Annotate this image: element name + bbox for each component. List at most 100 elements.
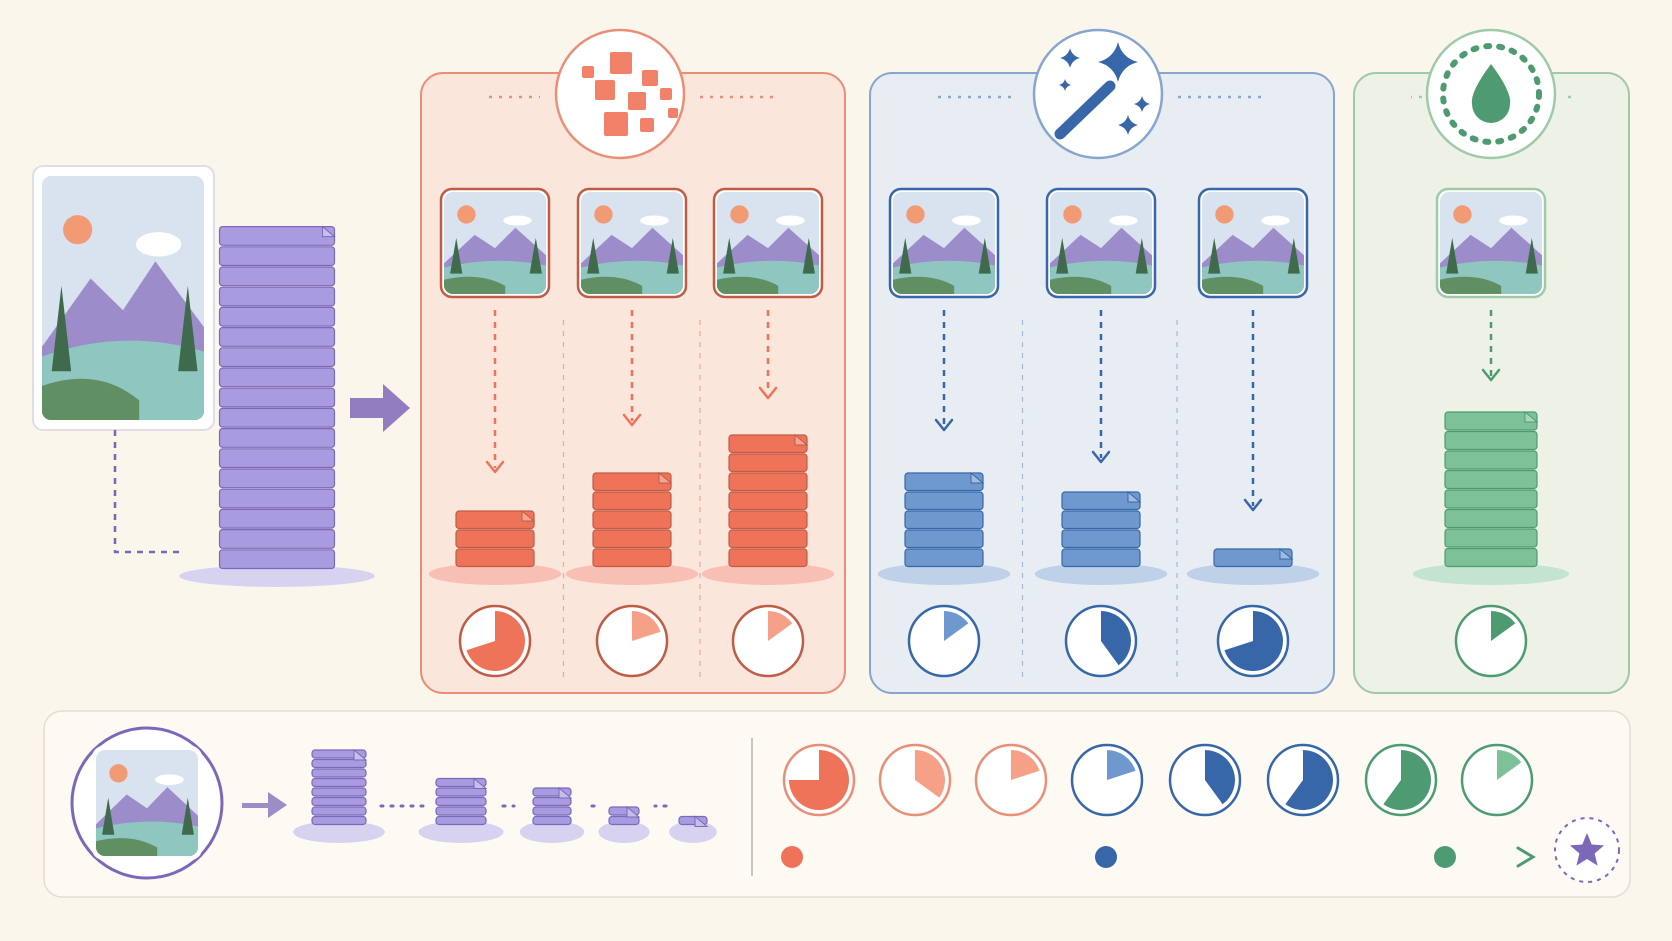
stack-layer: [311, 749, 367, 759]
down-arrow: [1481, 310, 1501, 382]
pixel-square: [628, 92, 646, 110]
sun: [906, 205, 925, 224]
page-corner-fold: [558, 786, 573, 799]
variant-thumbnail: [439, 187, 551, 299]
pixel-square: [610, 52, 632, 74]
panel-frame: [1353, 72, 1630, 694]
stack-layer: [1061, 548, 1141, 568]
stack-layer: [904, 529, 984, 549]
stack-layer: [728, 434, 808, 454]
pie-slice: [466, 611, 526, 671]
stack-layer: [1061, 529, 1141, 549]
timeline-node: [1095, 846, 1117, 868]
page-corner-fold: [970, 471, 985, 484]
cloud: [1109, 215, 1138, 226]
dotted-ring: [1440, 43, 1542, 145]
cloud: [503, 215, 532, 226]
timeline-node: [1434, 846, 1456, 868]
stack-layer: [311, 806, 367, 816]
page-corner-fold: [658, 471, 673, 484]
pie-slice: [1224, 611, 1283, 671]
pine-tree: [666, 237, 679, 274]
water-drop-icon: [1440, 43, 1542, 145]
stack-layer: [435, 806, 487, 816]
pixelated-squares-icon: [582, 52, 678, 136]
stack-layer: [1444, 450, 1538, 470]
stack-layer: [1061, 491, 1141, 511]
down-arrow: [1091, 310, 1111, 464]
pie-slice: [915, 750, 945, 798]
pine-tree: [1446, 237, 1459, 274]
down-arrow: [1243, 310, 1263, 512]
stack-layer: [455, 529, 535, 549]
page-corner-fold: [794, 433, 809, 446]
stack-layer: [1444, 469, 1538, 490]
stack-layer: [218, 528, 336, 549]
variant-stack: [565, 471, 699, 585]
hill: [717, 276, 779, 294]
pine-tree: [802, 237, 815, 274]
pixel-square: [660, 88, 672, 100]
stack-layer: [218, 508, 336, 529]
sun: [1453, 205, 1472, 224]
stack-layer: [904, 472, 984, 492]
timeline-pie: [1364, 743, 1438, 817]
variant-thumbnail: [576, 187, 688, 299]
sparkle-small: [1059, 79, 1071, 91]
variant-pie: [1064, 604, 1138, 678]
stack-layer: [904, 510, 984, 530]
variant-pie: [1454, 604, 1528, 678]
down-arrow: [622, 310, 642, 427]
stack-layer: [218, 448, 336, 469]
pixel-square: [595, 80, 615, 100]
stack-layer: [218, 387, 336, 408]
stack-layer: [592, 548, 672, 568]
cloud: [155, 774, 184, 785]
variant-thumbnail: [1197, 187, 1309, 299]
star-icon: [1554, 817, 1620, 883]
cloud: [135, 232, 182, 257]
stack-layer: [904, 548, 984, 568]
stack-layer: [311, 768, 367, 778]
stack-layer: [1444, 489, 1538, 509]
stack-layer: [218, 428, 336, 448]
timeline-pie: [782, 743, 856, 817]
stack-layer: [218, 226, 336, 246]
timeline-stack: [669, 815, 717, 843]
stack-layer: [435, 815, 487, 826]
arrow-head: [1481, 368, 1501, 382]
stack-base: [418, 821, 504, 843]
stack-base: [179, 565, 375, 587]
hill: [893, 276, 955, 294]
variant-pie: [731, 604, 805, 678]
variant-pie: [907, 604, 981, 678]
arrow-head: [622, 413, 642, 427]
cloud: [952, 215, 981, 226]
pixel-square: [668, 108, 678, 118]
variant-thumbnail: [712, 187, 824, 299]
hill: [42, 378, 140, 420]
timeline-pie: [1070, 743, 1144, 817]
pine-tree: [529, 237, 542, 274]
stack-layer: [218, 266, 336, 287]
stack-layer: [218, 367, 336, 388]
pine-tree: [1208, 237, 1221, 274]
stack-layer: [1444, 411, 1538, 431]
stack-layer: [218, 306, 336, 327]
stack-layer: [728, 491, 808, 511]
pie-slice: [1491, 611, 1516, 641]
stack-layer: [218, 327, 336, 347]
stack-base: [565, 563, 699, 585]
arrow-head: [1243, 498, 1263, 512]
stack-layer: [218, 347, 336, 368]
sun: [1215, 205, 1234, 224]
timeline-node: [781, 846, 803, 868]
sun: [109, 764, 128, 783]
variant-stack: [701, 433, 835, 585]
goal-star: [1569, 833, 1605, 866]
sparkle-small: [1134, 96, 1150, 112]
stack-base: [428, 563, 562, 585]
stack-layer: [218, 407, 336, 428]
stack-layer: [592, 510, 672, 530]
